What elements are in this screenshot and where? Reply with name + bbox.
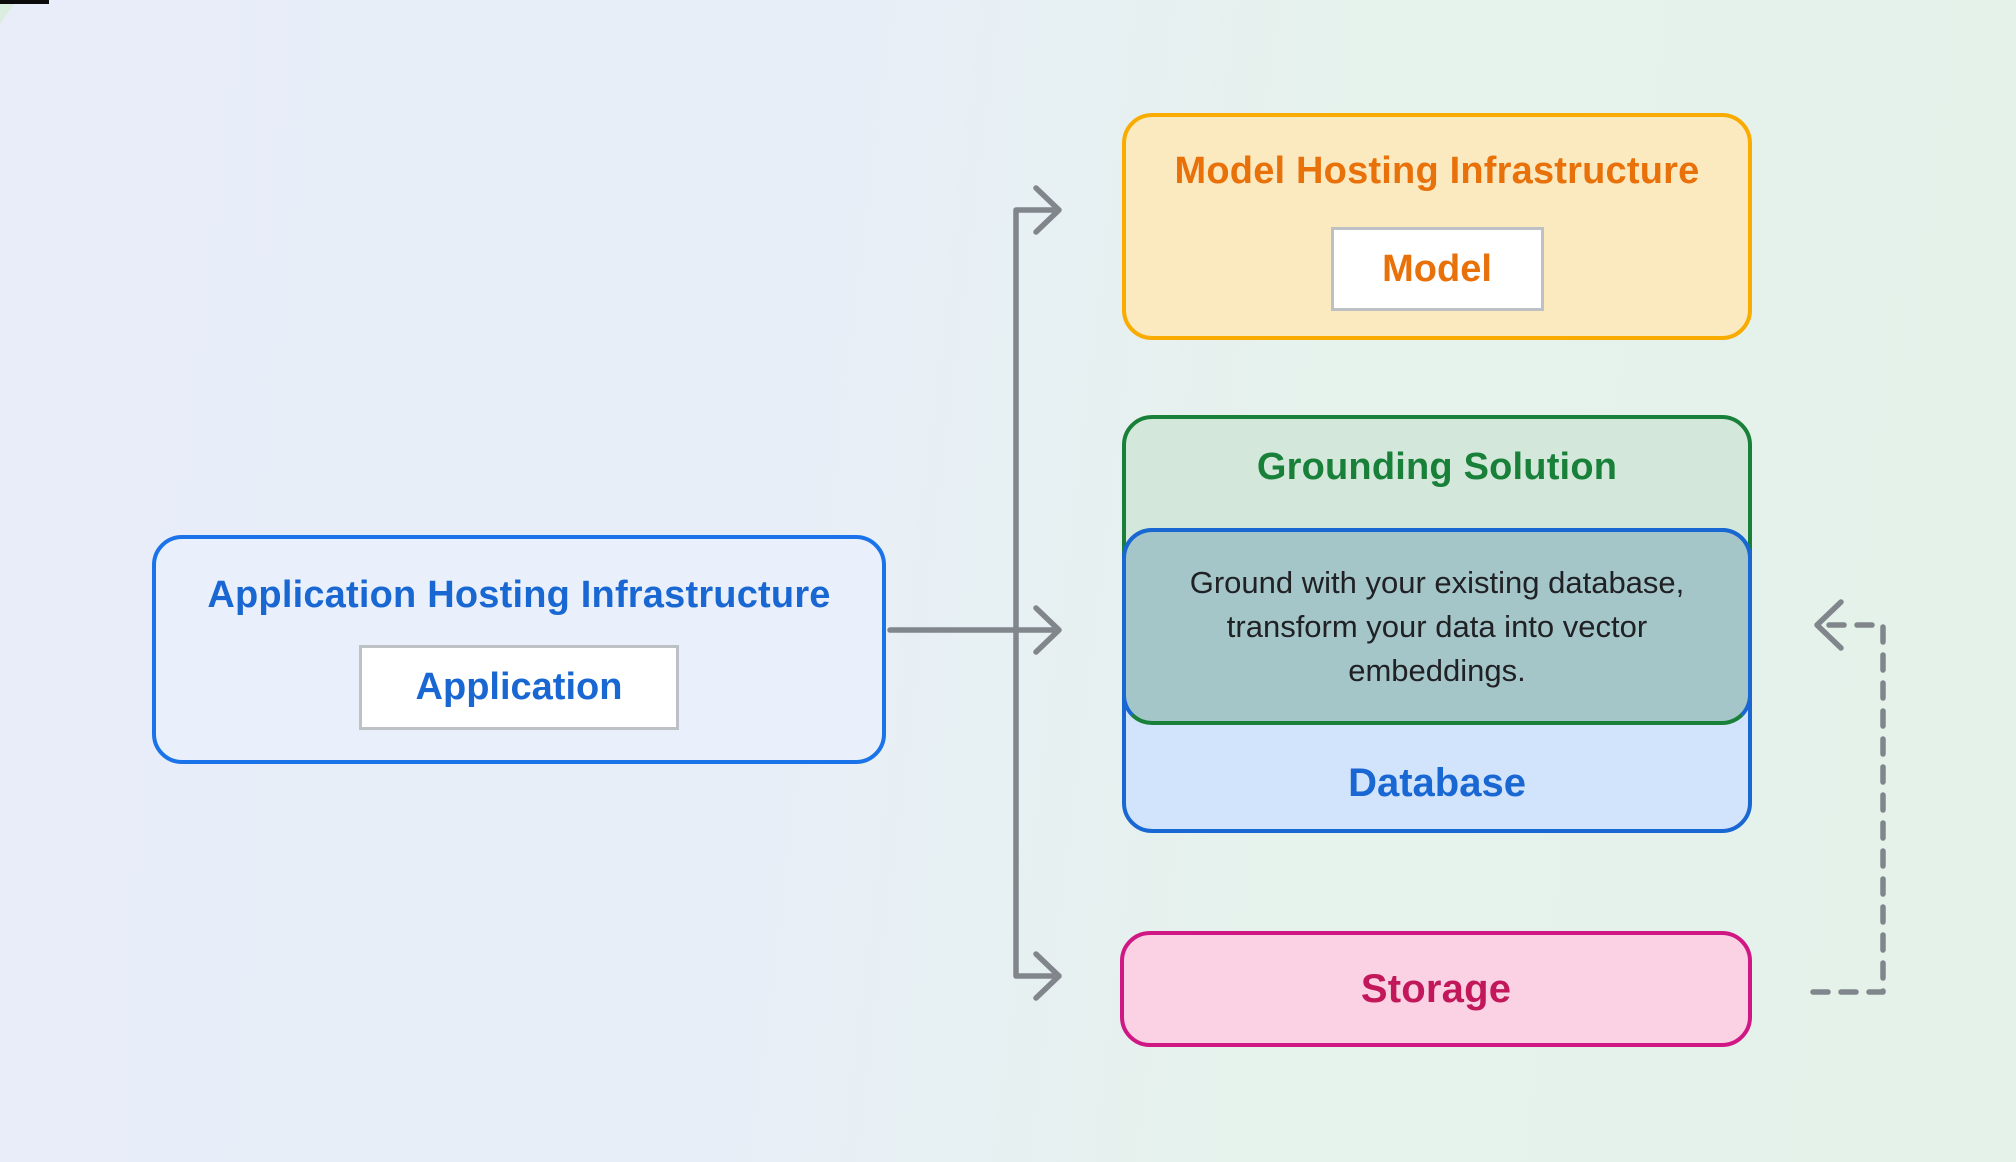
dashed-arrowhead-left-icon xyxy=(1814,599,1844,651)
overlap-text-line: embeddings. xyxy=(1348,652,1526,688)
overlap-text-line: Ground with your existing database, xyxy=(1189,564,1685,600)
grounding-solution-title: Grounding Solution xyxy=(1256,446,1618,488)
dashed-feedback-connector xyxy=(1810,599,1886,995)
model-hosting-box: Model Hosting Infrastructure Model xyxy=(1122,113,1752,340)
model-hosting-title: Model Hosting Infrastructure xyxy=(1174,150,1700,192)
application-hosting-title: Application Hosting Infrastructure xyxy=(207,574,831,616)
top-left-artifact-wedge xyxy=(0,4,14,24)
grounding-database-overlap-box: Ground with your existing database, tran… xyxy=(1122,528,1752,725)
top-left-artifact-bar xyxy=(0,0,49,4)
application-hosting-box: Application Hosting Infrastructure Appli… xyxy=(152,535,886,764)
application-chip: Application xyxy=(359,645,679,730)
arrow-to-model-icon xyxy=(1033,185,1062,235)
arrow-to-database-icon xyxy=(1033,605,1062,655)
storage-box: Storage xyxy=(1120,931,1752,1047)
storage-label: Storage xyxy=(1360,967,1512,1011)
overlap-text-line: transform your data into vector xyxy=(1226,608,1648,644)
arrow-to-storage-icon xyxy=(1033,951,1062,1001)
database-label: Database xyxy=(1348,761,1526,805)
model-chip: Model xyxy=(1330,227,1544,311)
solid-arrow-trunk xyxy=(887,207,1055,979)
